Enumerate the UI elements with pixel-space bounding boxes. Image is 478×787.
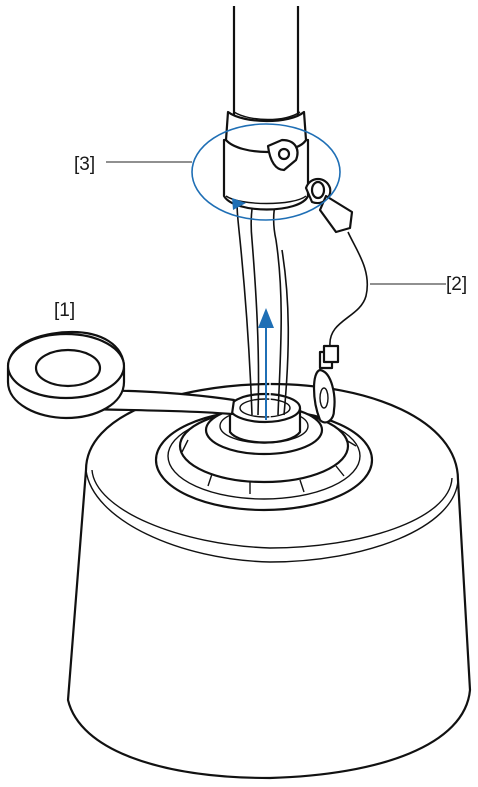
callout-2-label: [2] — [446, 274, 467, 295]
cables — [236, 199, 290, 416]
mounting-pole — [232, 6, 300, 132]
pipe-adapter — [222, 110, 332, 211]
callout-3-label: [3] — [74, 154, 95, 175]
cable-direction — [258, 308, 274, 420]
callout-1-label: [1] — [54, 300, 75, 321]
callout-leaders — [106, 161, 446, 285]
safety-wire — [318, 194, 369, 364]
arrow-up-icon — [258, 308, 274, 328]
rotation-arrow-icon — [232, 198, 246, 210]
rotation-indicator — [191, 123, 341, 221]
sealing-ring — [6, 330, 126, 420]
